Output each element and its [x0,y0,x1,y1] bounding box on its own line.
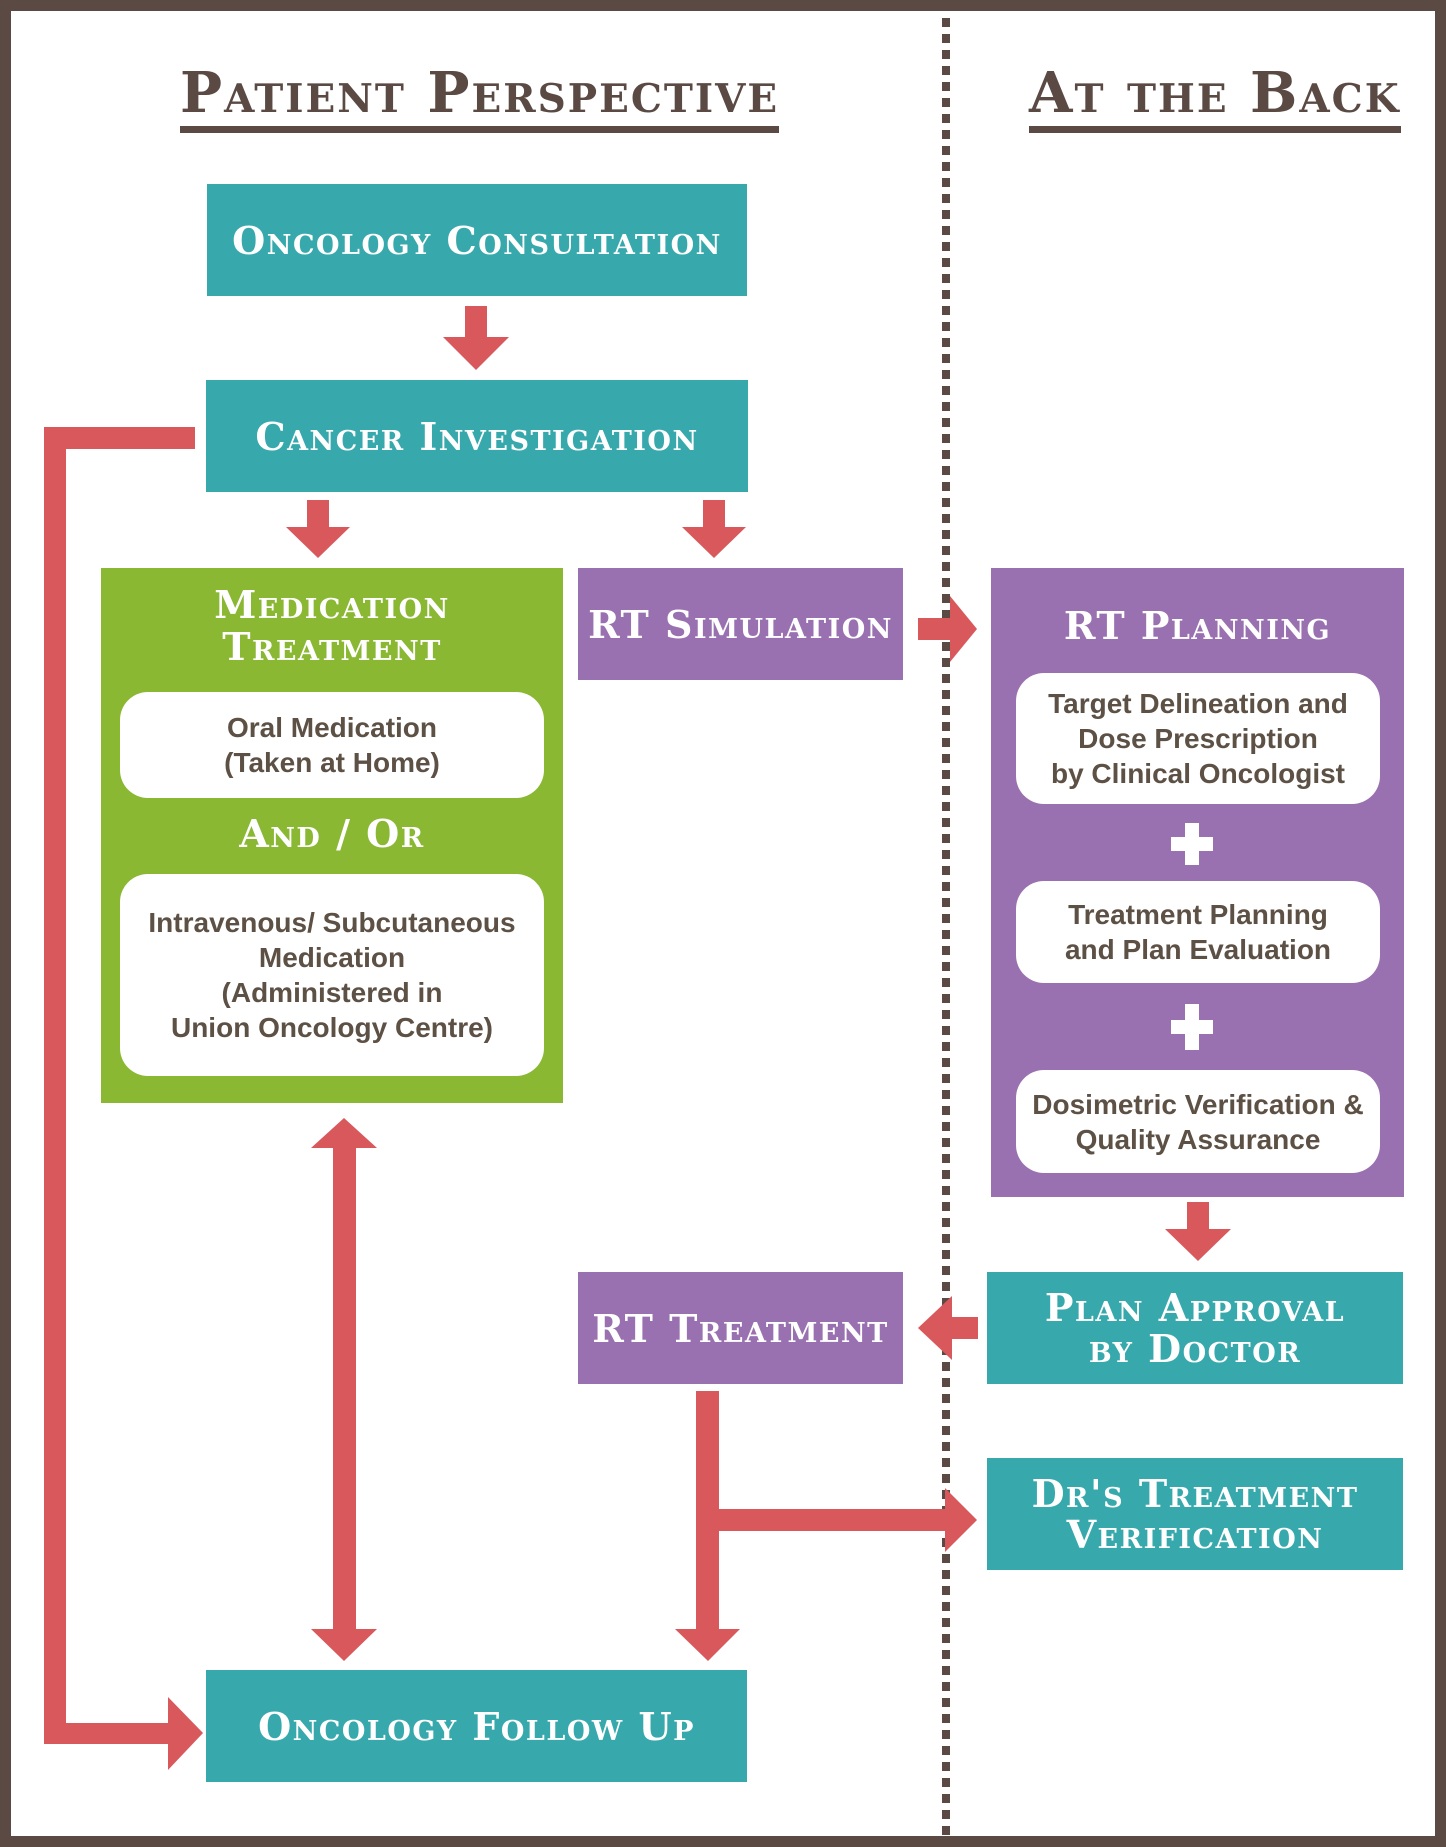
group-rt-planning: RT Planning Target Delineation and Dose … [991,568,1404,1197]
pill-treatment-planning: Treatment Planning and Plan Evaluation [1016,881,1380,983]
node-oncology-follow-up: Oncology Follow Up [206,1670,747,1782]
rt-planning-title: RT Planning [1063,603,1332,648]
node-cancer-investigation-label: Cancer Investigation [255,413,699,459]
plus-icon-bar [1171,837,1213,851]
node-rt-treatment: RT Treatment [578,1272,903,1384]
node-plan-approval-label: Plan Approval by Doctor [1044,1285,1346,1371]
node-dr-treatment-verification-label: Dr's Treatment Verification [1031,1471,1359,1557]
pill-dosimetric-verification: Dosimetric Verification & Quality Assura… [1016,1070,1380,1173]
arrow-rt-simulation-to-rt-planning [918,596,977,662]
arrow-plan-approval-to-rt-treatment [918,1296,978,1360]
pill-oral-medication: Oral Medication (Taken at Home) [120,692,544,798]
node-rt-simulation-label: RT Simulation [588,601,893,647]
pill-target-delineation: Target Delineation and Dose Prescription… [1016,673,1380,804]
arrow-rt-treatment-to-dr-verification [715,1488,977,1552]
arrow-investigation-to-rt-simulation [682,500,746,558]
node-rt-treatment-label: RT Treatment [592,1305,889,1351]
node-cancer-investigation: Cancer Investigation [206,380,748,492]
heading-patient-perspective: Patient Perspective [180,62,780,133]
node-oncology-consultation-label: Oncology Consultation [232,217,722,263]
arrow-investigation-to-follow-up [44,427,203,1770]
plus-icon-bar [1171,1020,1213,1034]
node-dr-treatment-verification: Dr's Treatment Verification [987,1458,1403,1570]
group-medication-treatment: Medication Treatment Oral Medication (Ta… [101,568,563,1103]
and-or-label: And / Or [239,811,425,856]
node-rt-simulation: RT Simulation [578,568,903,680]
arrow-rt-treatment-to-follow-up [675,1391,740,1661]
node-plan-approval: Plan Approval by Doctor [987,1272,1403,1384]
node-oncology-consultation: Oncology Consultation [207,184,747,296]
heading-at-the-back: At the Back [1029,62,1401,133]
node-oncology-follow-up-label: Oncology Follow Up [258,1703,695,1749]
pill-iv-medication: Intravenous/ Subcutaneous Medication (Ad… [120,874,544,1076]
medication-treatment-title: Medication Treatment [214,582,450,669]
arrow-consultation-to-investigation [443,306,509,370]
arrow-rt-planning-to-plan-approval [1165,1202,1231,1261]
arrow-investigation-to-medication [286,500,350,558]
arrow-medication-follow-up-bidirectional [311,1118,377,1661]
